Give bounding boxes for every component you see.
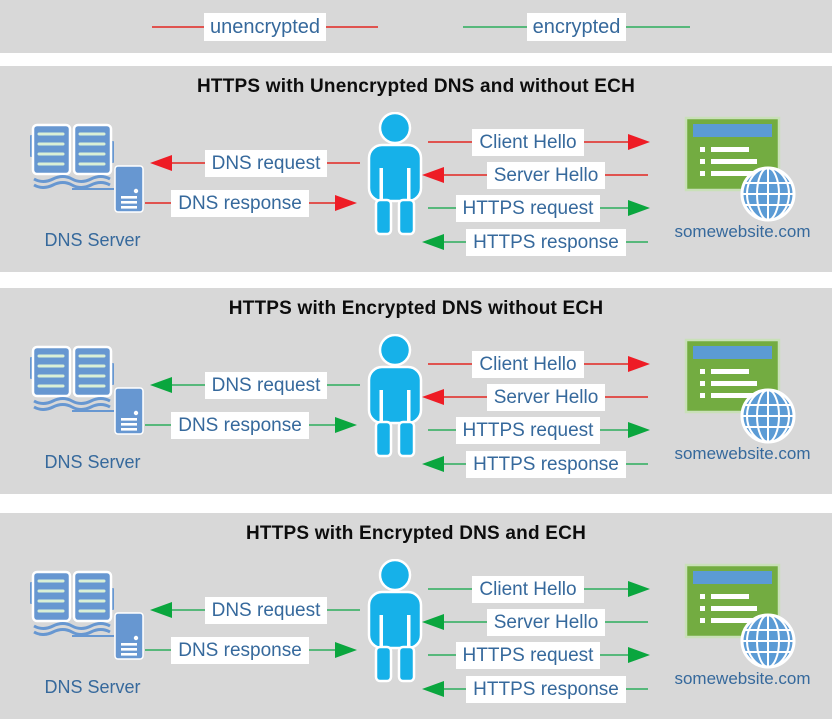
arrow-client-hello: Client Hello <box>428 574 650 604</box>
https-request-label: HTTPS request <box>455 416 601 444</box>
arrowhead-left-icon <box>422 456 444 472</box>
arrowhead-left-icon <box>422 681 444 697</box>
arrow-dns-request: DNS request <box>150 148 360 178</box>
arrowhead-left-icon <box>150 377 172 393</box>
panel-encrypted-dns-no-ech: HTTPS with Encrypted DNS without ECH DNS… <box>0 288 832 494</box>
dns-server-tower-icon <box>114 165 144 213</box>
website-label: somewebsite.com <box>674 669 811 688</box>
arrow-https-response: HTTPS response <box>422 674 649 704</box>
panel-encrypted-dns-with-ech: HTTPS with Encrypted DNS and ECH DNS Ser… <box>0 513 832 719</box>
arrowhead-right-icon <box>628 200 650 216</box>
arrow-server-hello: Server Hello <box>422 382 649 412</box>
arrowhead-right-icon <box>628 356 650 372</box>
legend-line-right <box>326 26 379 28</box>
arrow-server-hello: Server Hello <box>422 607 649 637</box>
dns-server-tower-icon <box>114 387 144 435</box>
https-response-label: HTTPS response <box>466 675 626 703</box>
website-label: somewebsite.com <box>674 444 811 463</box>
https-request-label: HTTPS request <box>455 194 601 222</box>
dns-response-label: DNS response <box>171 411 309 439</box>
panel-title: HTTPS with Unencrypted DNS and without E… <box>196 76 635 97</box>
https-response-label: HTTPS response <box>466 450 626 478</box>
website-icon <box>684 563 800 671</box>
arrowhead-left-icon <box>422 389 444 405</box>
dns-server-tower-icon <box>114 612 144 660</box>
arrow-dns-response: DNS response <box>145 188 357 218</box>
server-hello-label: Server Hello <box>486 608 606 636</box>
legend-encrypted-label: encrypted <box>526 13 627 41</box>
dns-request-label: DNS request <box>204 596 328 624</box>
server-hello-label: Server Hello <box>486 383 606 411</box>
arrow-server-hello: Server Hello <box>422 160 649 190</box>
panel-title: HTTPS with Encrypted DNS and ECH <box>246 523 586 544</box>
arrow-https-response: HTTPS response <box>422 449 649 479</box>
dns-connector-line <box>72 635 114 637</box>
dns-connector-line <box>72 188 114 190</box>
arrowhead-right-icon <box>628 422 650 438</box>
arrowhead-right-icon <box>628 647 650 663</box>
dns-book-icon <box>30 123 114 189</box>
https-request-label: HTTPS request <box>455 641 601 669</box>
dns-connector-line <box>72 410 114 412</box>
arrowhead-right-icon <box>335 417 357 433</box>
panel-unencrypted-dns-no-ech: HTTPS with Unencrypted DNS and without E… <box>0 66 832 272</box>
dns-request-label: DNS request <box>204 149 328 177</box>
arrow-dns-response: DNS response <box>145 635 357 665</box>
arrow-client-hello: Client Hello <box>428 127 650 157</box>
arrowhead-left-icon <box>150 155 172 171</box>
arrowhead-right-icon <box>628 581 650 597</box>
arrowhead-right-icon <box>335 195 357 211</box>
arrowhead-left-icon <box>422 167 444 183</box>
legend-line-left <box>463 26 527 28</box>
arrow-dns-request: DNS request <box>150 595 360 625</box>
client-hello-label: Client Hello <box>472 575 584 603</box>
client-hello-label: Client Hello <box>472 350 584 378</box>
arrow-https-request: HTTPS request <box>428 415 650 445</box>
arrowhead-right-icon <box>335 642 357 658</box>
arrow-https-request: HTTPS request <box>428 193 650 223</box>
arrow-https-request: HTTPS request <box>428 640 650 670</box>
website-icon <box>684 338 800 446</box>
legend-line-left <box>152 26 204 28</box>
dns-response-label: DNS response <box>171 636 309 664</box>
user-icon <box>367 334 423 458</box>
arrow-https-response: HTTPS response <box>422 227 649 257</box>
arrow-dns-response: DNS response <box>145 410 357 440</box>
user-icon <box>367 559 423 683</box>
dns-book-icon <box>30 345 114 411</box>
dns-book-icon <box>30 570 114 636</box>
user-icon <box>367 112 423 236</box>
legend-encrypted: encrypted <box>463 12 690 42</box>
client-hello-label: Client Hello <box>472 128 584 156</box>
legend-line-right <box>626 26 690 28</box>
arrowhead-left-icon <box>422 234 444 250</box>
arrow-dns-request: DNS request <box>150 370 360 400</box>
legend-strip: unencrypted encrypted <box>0 0 832 53</box>
dns-request-label: DNS request <box>204 371 328 399</box>
arrow-client-hello: Client Hello <box>428 349 650 379</box>
https-response-label: HTTPS response <box>466 228 626 256</box>
dns-server-label: DNS Server <box>44 677 141 697</box>
website-icon <box>684 116 800 224</box>
arrowhead-right-icon <box>628 134 650 150</box>
website-label: somewebsite.com <box>674 222 811 241</box>
arrowhead-left-icon <box>150 602 172 618</box>
arrowhead-left-icon <box>422 614 444 630</box>
dns-response-label: DNS response <box>171 189 309 217</box>
legend-unencrypted-label: unencrypted <box>203 13 327 41</box>
dns-server-label: DNS Server <box>44 230 141 250</box>
legend-unencrypted: unencrypted <box>152 12 379 42</box>
server-hello-label: Server Hello <box>486 161 606 189</box>
dns-server-label: DNS Server <box>44 452 141 472</box>
panel-title: HTTPS with Encrypted DNS without ECH <box>228 298 604 319</box>
